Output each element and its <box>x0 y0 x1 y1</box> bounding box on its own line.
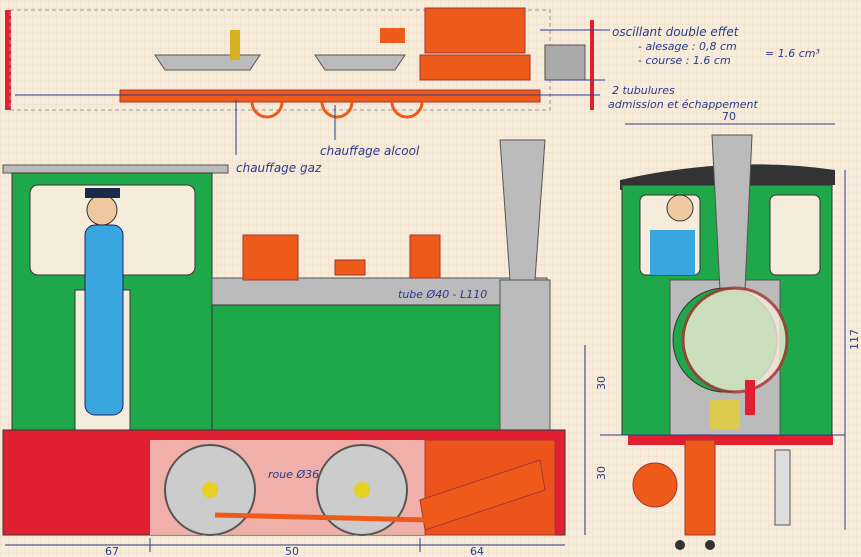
top-view <box>5 7 610 155</box>
heating-gas-label: chauffage gaz <box>236 161 322 175</box>
dim-wheelbase: 50 <box>285 545 299 557</box>
heating-alcohol-label: chauffage alcool <box>320 144 420 158</box>
bore-label: - alesage : 0,8 cm <box>638 40 737 53</box>
wheel-label: roue Ø36 <box>268 468 319 481</box>
stroke-label: - course : 1.6 cm <box>638 54 731 67</box>
side-dimension-lines <box>5 345 586 552</box>
dim-front-length: 64 <box>470 545 484 557</box>
cylinder-title: oscillant double effet <box>612 25 740 39</box>
tubes-use-label: admission et échappement <box>608 98 759 111</box>
dim-front-width: 70 <box>722 110 736 123</box>
tubes-count-label: 2 tubulures <box>612 84 675 97</box>
front-dimension-lines <box>600 123 846 530</box>
dim-upper-height: 30 <box>595 376 608 390</box>
displacement-label: = 1.6 cm³ <box>765 47 820 60</box>
boiler-tube-label: tube Ø40 - L110 <box>398 288 487 301</box>
side-view <box>2 139 566 536</box>
front-view <box>620 134 835 550</box>
dim-front-height: 117 <box>848 329 861 350</box>
dim-rear-length: 67 <box>105 545 119 557</box>
dim-lower-height: 30 <box>595 466 608 480</box>
